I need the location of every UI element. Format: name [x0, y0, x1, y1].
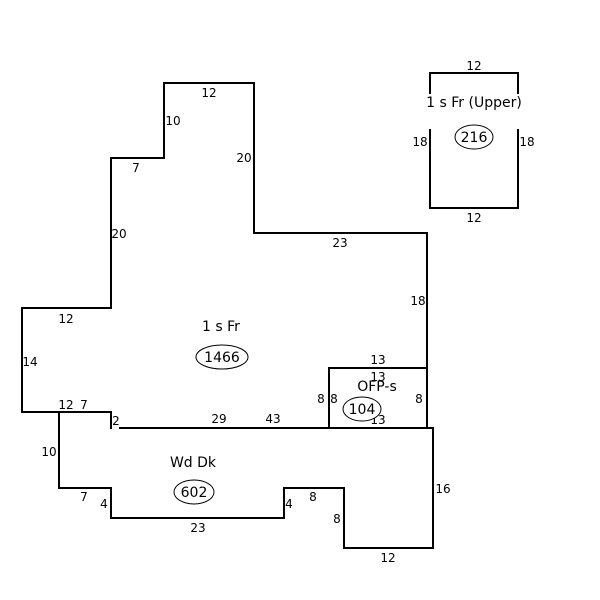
dim-upper-top: 12	[466, 59, 481, 73]
dim-deck-bottom-jog-left: 4	[100, 497, 108, 511]
dim-deck-step-top: 8	[309, 490, 317, 504]
dim-main-step-right: 20	[236, 151, 251, 165]
porch-outline	[328, 367, 428, 429]
dim-upper-left: 18	[412, 135, 427, 149]
dim-main-bottom-right: 43	[265, 412, 280, 426]
dim-porch-inner-top: 13	[370, 370, 385, 384]
porch-area: 13 13 13 8 8 8 OFP-s 104	[317, 353, 428, 429]
dim-main-far-left: 14	[22, 355, 37, 369]
main-floor-sqft-badge	[195, 344, 249, 370]
upper-floor-outline	[429, 72, 519, 94]
dim-deck-step-side: 8	[333, 512, 341, 526]
dim-deck-bottom-left: 7	[80, 490, 88, 504]
main-floor-outline	[21, 82, 428, 413]
deck-sqft-badge	[173, 479, 215, 505]
main-floor-sqft: 1466	[204, 350, 240, 366]
deck-sqft: 602	[181, 485, 208, 501]
dim-main-mid-right-top: 23	[332, 236, 347, 250]
upper-floor-outline-lower	[429, 129, 519, 209]
deck-area: 10 7 4 23 4 8 8 16 12 Wd Dk 602	[41, 411, 451, 565]
upper-floor-area: 12 18 18 12 1 s Fr (Upper) 216	[412, 59, 534, 225]
dim-deck-bottom: 23	[190, 521, 205, 535]
dim-main-top-step: 12	[201, 86, 216, 100]
dim-main-notch-top: 7	[132, 161, 140, 175]
dim-main-upper-left: 20	[111, 227, 126, 241]
dim-upper-bottom: 12	[466, 211, 481, 225]
dim-porch-right: 8	[415, 392, 423, 406]
dim-main-left-top: 12	[58, 312, 73, 326]
dim-deck-left: 10	[41, 445, 56, 459]
porch-sqft-badge	[342, 396, 382, 422]
upper-floor-label: 1 s Fr (Upper)	[426, 95, 522, 111]
dim-deck-right: 16	[435, 482, 450, 496]
upper-floor-sqft: 216	[461, 130, 488, 146]
dim-main-step-left: 10	[165, 114, 180, 128]
dim-porch-top: 13	[370, 353, 385, 367]
dim-deck-bottom-right: 12	[380, 551, 395, 565]
dim-main-bottom-mid: 29	[211, 412, 226, 426]
main-floor-bottom-left	[21, 411, 112, 429]
dim-main-bottom-notch: 7	[80, 398, 88, 412]
porch-sqft: 104	[349, 402, 376, 418]
dim-main-small-jog: 2	[112, 414, 120, 428]
porch-label: OFP-s	[357, 379, 397, 395]
dim-porch-left-a: 8	[317, 392, 325, 406]
deck-label: Wd Dk	[170, 455, 217, 471]
deck-outline	[58, 411, 434, 549]
dim-porch-left-b: 8	[330, 392, 338, 406]
dim-main-bottom-left: 12	[58, 398, 73, 412]
upper-floor-sqft-badge	[454, 124, 494, 150]
main-floor-label: 1 s Fr	[202, 319, 240, 335]
dim-deck-bottom-jog-right: 4	[285, 497, 293, 511]
main-floor-area: 12 10 20 7 20 23 18 12 14 12 7 2 29 43 1…	[21, 82, 428, 429]
dim-main-right: 18	[410, 294, 425, 308]
dim-upper-right: 18	[519, 135, 534, 149]
